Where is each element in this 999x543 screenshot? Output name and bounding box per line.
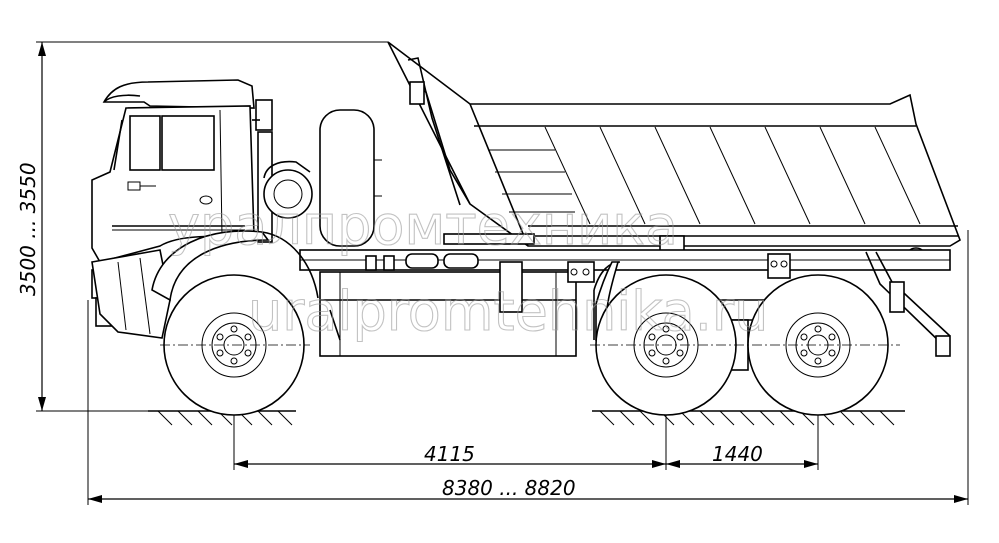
dump-body (387, 41, 961, 269)
watermark-line1: уралпромтехника (168, 194, 678, 257)
overall-length-label: 8380 ... 8820 (442, 476, 576, 500)
height-dimension-label: 3500 ... 3550 (16, 162, 40, 296)
chassis-frame (299, 249, 951, 371)
overall-length-dimension: 8380 ... 8820 (87, 230, 969, 505)
height-dimension: 3500 ... 3550 (16, 41, 388, 412)
cab (91, 79, 273, 339)
ground-line (148, 410, 905, 426)
wheelbase-front-label: 4115 (424, 442, 475, 466)
watermark-line2: uralpromtehnika.ru (248, 280, 768, 343)
air-filter (263, 160, 313, 219)
rear-wheel (747, 274, 889, 416)
wheelbase-rear-label: 1440 (712, 442, 763, 466)
spare-wheel (319, 109, 382, 247)
